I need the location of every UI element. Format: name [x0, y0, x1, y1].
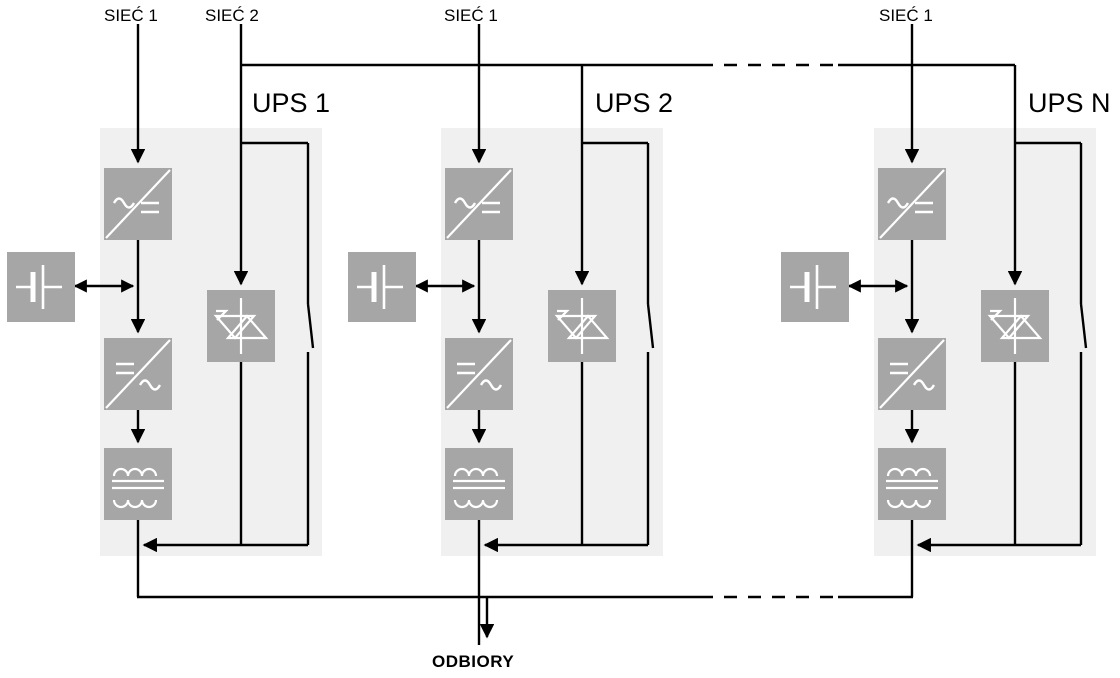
ups2-static-switch-block[interactable]: [548, 290, 616, 362]
upsn-transformer-block[interactable]: [878, 448, 946, 520]
label-mains-2-bus: SIEĆ 2: [205, 6, 259, 25]
ups1-inverter-block[interactable]: [104, 338, 172, 410]
ups1-static-switch-block[interactable]: [207, 290, 275, 362]
label-mains-1-ups2: SIEĆ 1: [444, 6, 498, 25]
ups1-rectifier-block[interactable]: [104, 168, 172, 240]
ups1-transformer-block[interactable]: [104, 448, 172, 520]
upsn-static-switch-block[interactable]: [981, 290, 1049, 362]
label-ups-2: UPS 2: [595, 88, 674, 118]
ups1-manual-blade: [306, 303, 315, 349]
ups2-manual-blade: [646, 303, 655, 349]
upsn-battery-block[interactable]: [781, 252, 849, 322]
upsn-manual-blade: [1079, 303, 1088, 349]
ups2-inverter-block[interactable]: [445, 338, 513, 410]
upsn-inverter-block[interactable]: [878, 338, 946, 410]
ups1-blocks: [7, 168, 275, 520]
label-load: ODBIORY: [432, 652, 515, 671]
ups2-transformer-block[interactable]: [445, 448, 513, 520]
label-mains-1-upsn: SIEĆ 1: [879, 6, 933, 25]
ups-unit-2: [414, 24, 655, 645]
ups2-blocks: [348, 168, 616, 520]
ups2-rectifier-block[interactable]: [445, 168, 513, 240]
ups-unit-1: [73, 24, 315, 597]
ups-unit-n: [847, 24, 1088, 597]
label-mains-1-ups1: SIEĆ 1: [104, 6, 158, 25]
label-ups-n: UPS N: [1028, 88, 1111, 118]
label-ups-1: UPS 1: [252, 88, 331, 118]
upsn-blocks: [781, 168, 1049, 520]
ups1-battery-block[interactable]: [7, 252, 75, 322]
ups2-battery-block[interactable]: [348, 252, 416, 322]
upsn-rectifier-block[interactable]: [878, 168, 946, 240]
mains2-bus: [239, 24, 1015, 67]
